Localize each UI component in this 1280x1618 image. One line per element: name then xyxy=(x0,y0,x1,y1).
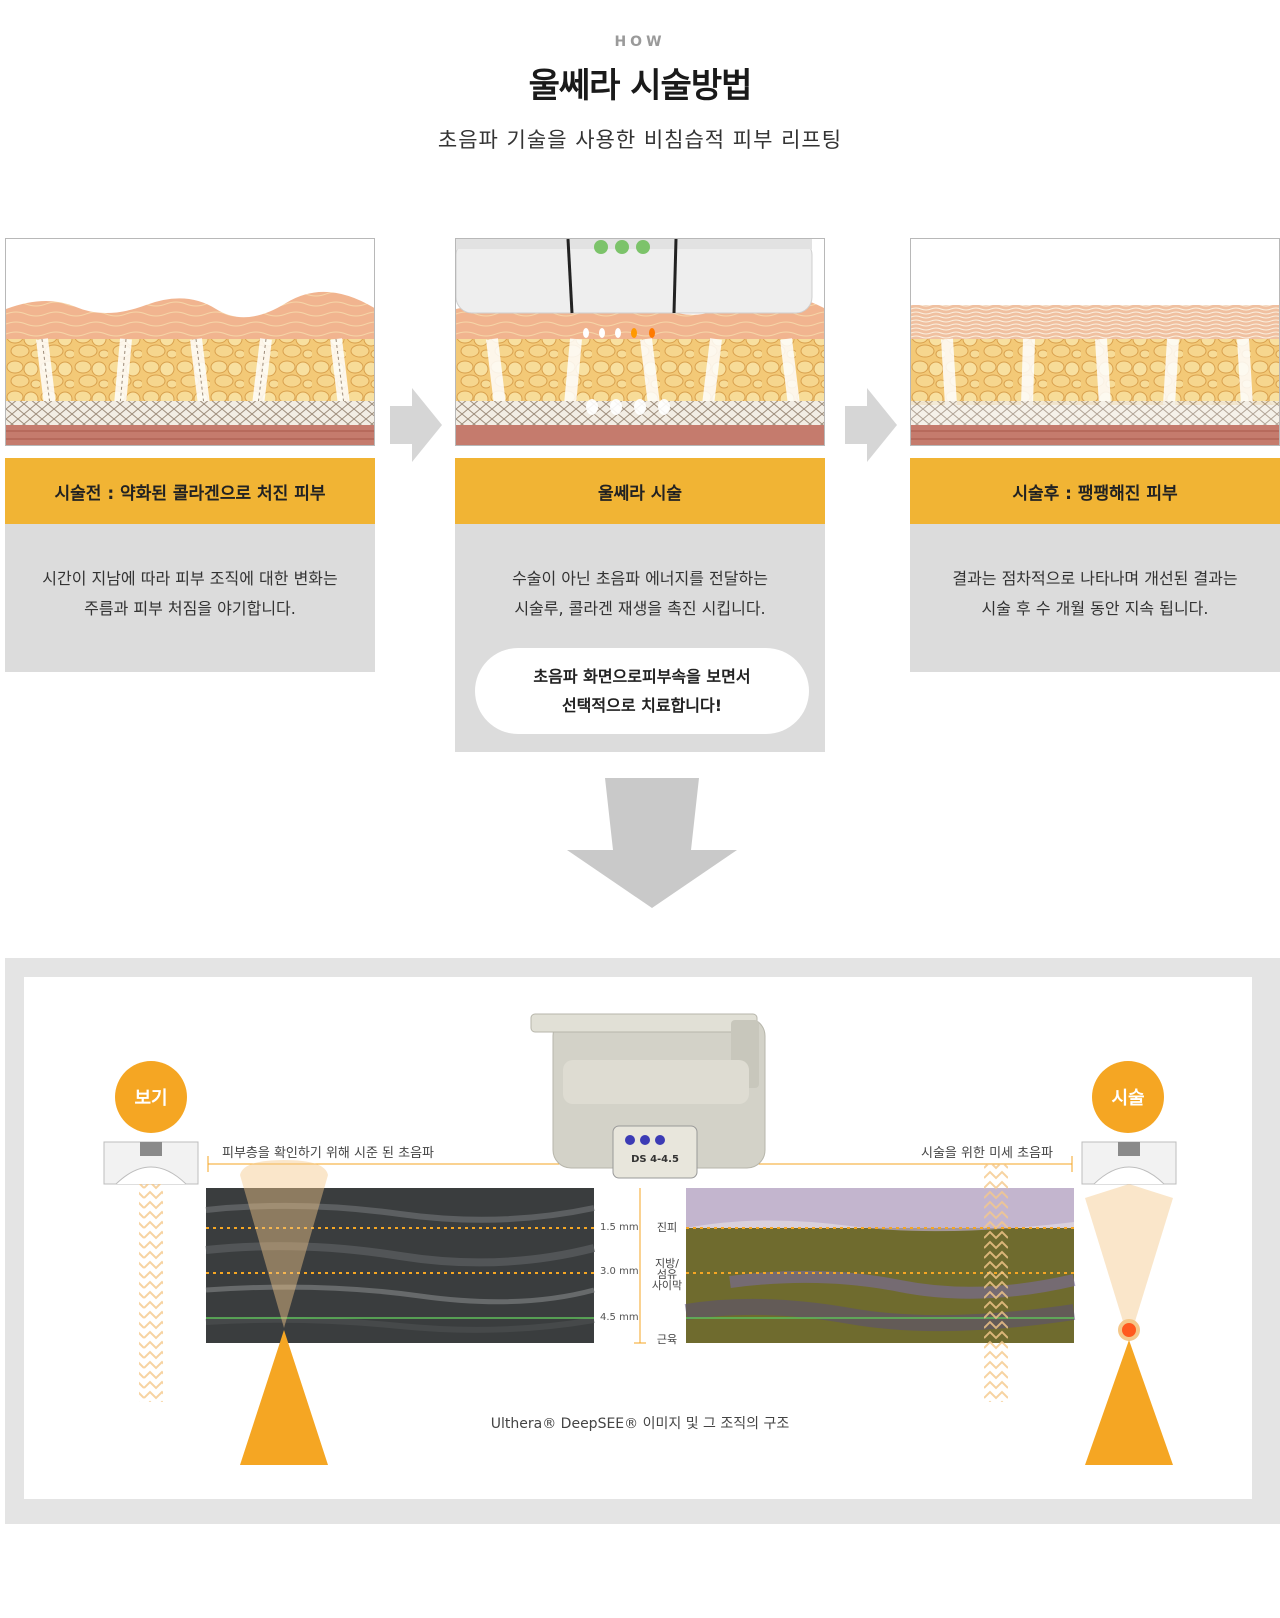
step-after-line: 결과는 점차적으로 나타나며 개선된 결과는 xyxy=(952,569,1238,588)
arrow-right-icon xyxy=(390,388,442,462)
deepsee-caption: Ulthera® DeepSEE® 이미지 및 그 조직의 구조 xyxy=(490,1416,790,1432)
device-label: DS 4-4.5 xyxy=(631,1154,679,1165)
depth-label: 4.5 mm xyxy=(600,1312,639,1323)
step-treatment-line: 수술이 아닌 초음파 에너지를 전달하는 xyxy=(512,569,768,588)
page-subtitle: 초음파 기술을 사용한 비침습적 피부 리프팅 xyxy=(437,128,843,152)
step-treatment: 울쎄라 시술 수술이 아닌 초음파 에너지를 전달하는 시술루, 콜라겐 재생을… xyxy=(455,238,825,752)
depth-label: 3.0 mm xyxy=(600,1266,639,1277)
step-before-line: 주름과 피부 처짐을 야기합니다. xyxy=(84,599,296,618)
treatment-note-pill: 초음파 화면으로피부속을 보면서 선택적으로 치료합니다! xyxy=(475,648,809,734)
layer-fat: 지방/ 섬유 사이막 xyxy=(648,1258,686,1291)
view-caption: 피부층을 확인하기 위해 시준 된 초음파 xyxy=(222,1146,435,1161)
step-before-line: 시간이 지남에 따라 피부 조직에 대한 변화는 xyxy=(42,569,338,588)
layer-fat-line: 사이막 xyxy=(651,1279,683,1292)
step-before: 시술전 : 약화된 콜라겐으로 처진 피부 시간이 지남에 따라 피부 조직에 … xyxy=(5,238,375,672)
layer-dermis: 진피 xyxy=(656,1221,678,1234)
step-after-label: 시술후 : 팽팽해진 피부 xyxy=(910,458,1280,524)
skin-treatment-illustration xyxy=(455,238,825,446)
page-title: 울쎄라 시술방법 xyxy=(528,66,753,106)
treat-caption: 시술을 위한 미세 초음파 xyxy=(921,1146,1053,1161)
depth-label: 1.5 mm xyxy=(600,1222,639,1233)
step-after-description: 결과는 점차적으로 나타나며 개선된 결과는 시술 후 수 개월 동안 지속 됩… xyxy=(910,524,1280,672)
section-eyebrow: HOW xyxy=(614,34,666,50)
skin-before-illustration xyxy=(5,238,375,446)
treatment-note-line: 초음파 화면으로피부속을 보면서 xyxy=(533,667,751,686)
treatment-note-line: 선택적으로 치료합니다! xyxy=(561,696,723,715)
step-before-label: 시술전 : 약화된 콜라겐으로 처진 피부 xyxy=(5,458,375,524)
step-before-description: 시간이 지남에 따라 피부 조직에 대한 변화는 주름과 피부 처짐을 야기합니… xyxy=(5,524,375,672)
skin-after-illustration xyxy=(910,238,1280,446)
step-after-line: 시술 후 수 개월 동안 지속 됩니다. xyxy=(981,599,1209,618)
treat-badge: 시술 xyxy=(1092,1061,1164,1133)
arrow-down-icon xyxy=(567,778,737,908)
step-treatment-line: 시술루, 콜라겐 재생을 촉진 시킵니다. xyxy=(514,599,766,618)
step-treatment-label: 울쎄라 시술 xyxy=(455,458,825,524)
step-treatment-description: 수술이 아닌 초음파 에너지를 전달하는 시술루, 콜라겐 재생을 촉진 시킵니… xyxy=(455,524,825,752)
layer-muscle: 근육 xyxy=(656,1333,678,1346)
step-after: 시술후 : 팽팽해진 피부 결과는 점차적으로 나타나며 개선된 결과는 시술 … xyxy=(910,238,1280,672)
layer-fat-line: 지방/ xyxy=(655,1257,679,1270)
arrow-right-icon xyxy=(845,388,897,462)
view-badge: 보기 xyxy=(115,1061,187,1133)
layer-fat-line: 섬유 xyxy=(656,1268,678,1281)
